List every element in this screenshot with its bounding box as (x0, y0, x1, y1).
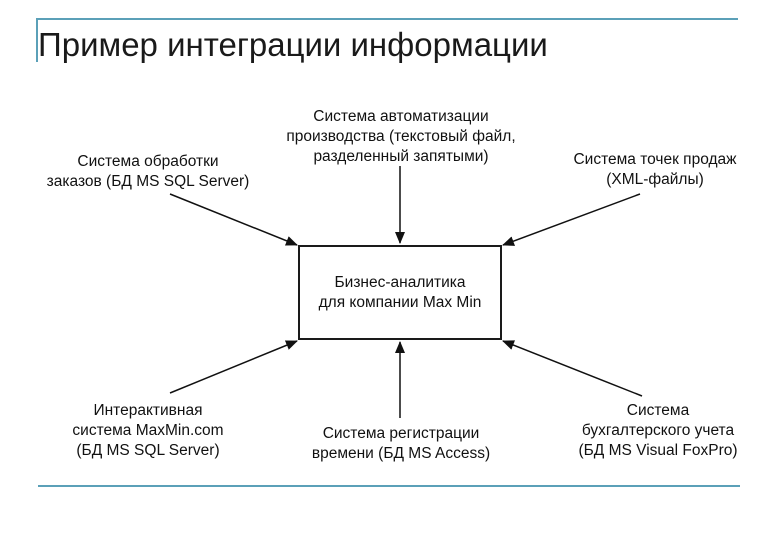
center-line-2: для компании Max Min (318, 293, 482, 311)
arrow-pos (502, 193, 641, 246)
web-line-2: система MaxMin.com (72, 422, 224, 439)
business-analytics-box: Бизнес-аналитика для компании Max Min (298, 245, 502, 340)
production-line-2: производства (текстовый файл, (286, 128, 516, 145)
source-pos-system: Система точек продаж (XML-файлы) (560, 150, 750, 190)
web-line-1: Интерактивная (93, 402, 203, 419)
slide-title: Пример интеграции информации (38, 26, 548, 63)
accounting-line-1: Система (626, 402, 690, 419)
pos-line-1: Система точек продаж (573, 151, 737, 168)
pos-line-2: (XML-файлы) (606, 171, 704, 188)
orders-line-2: заказов (БД MS SQL Server) (46, 173, 250, 190)
source-production-system: Система автоматизации производства (текс… (270, 107, 532, 167)
accounting-line-2: бухгалтерского учета (581, 422, 735, 439)
center-line-1: Бизнес-аналитика (334, 273, 466, 291)
production-line-1: Система автоматизации (313, 108, 489, 125)
top-rule (38, 18, 738, 20)
title-accent-bar (36, 18, 38, 62)
time-line-2: времени (БД MS Access) (311, 445, 491, 462)
web-line-3: (БД MS SQL Server) (76, 442, 220, 459)
production-line-3: разделенный запятыми) (313, 148, 489, 165)
arrow-accounting (502, 340, 643, 397)
source-orders-system: Система обработки заказов (БД MS SQL Ser… (38, 152, 258, 192)
bottom-rule (38, 485, 740, 487)
orders-line-1: Система обработки (77, 153, 219, 170)
accounting-line-3: (БД MS Visual FoxPro) (578, 442, 738, 459)
source-time-system: Система регистрации времени (БД MS Acces… (298, 424, 504, 464)
arrow-web (169, 340, 298, 394)
arrow-orders (169, 193, 298, 246)
time-line-1: Система регистрации (322, 425, 480, 442)
source-accounting-system: Система бухгалтерского учета (БД MS Visu… (560, 401, 756, 461)
source-web-system: Интерактивная система MaxMin.com (БД MS … (60, 401, 236, 461)
